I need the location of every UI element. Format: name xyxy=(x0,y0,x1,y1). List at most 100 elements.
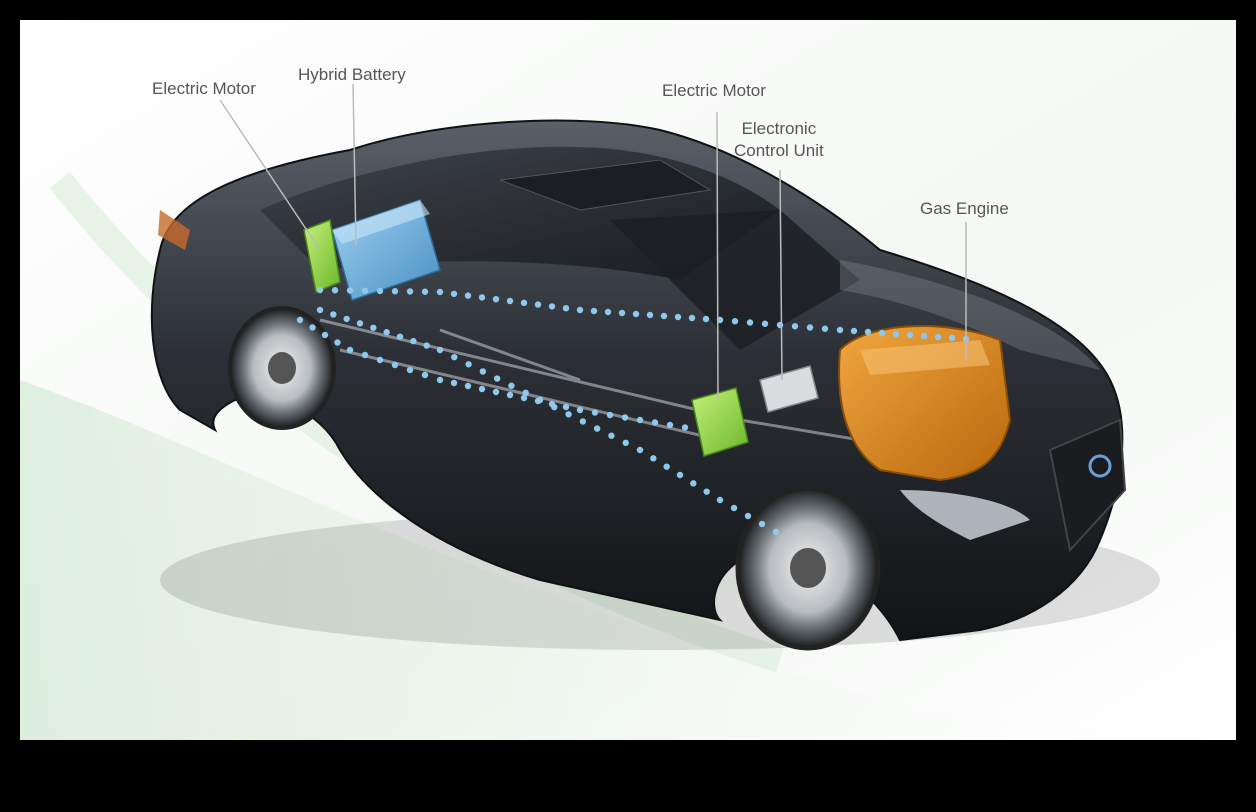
power-flow-dot xyxy=(346,287,354,294)
power-flow-dot xyxy=(436,288,444,296)
power-flow-dot xyxy=(850,327,858,335)
label-hybrid-battery: Hybrid Battery xyxy=(298,65,406,84)
power-flow-dot xyxy=(676,471,684,479)
label-ecu-line1: Electronic xyxy=(741,119,817,138)
leader-lines xyxy=(219,83,967,401)
label-electric-motor-rear: Electric Motor xyxy=(152,79,256,98)
power-flow-dot xyxy=(730,504,738,512)
power-flow-dot xyxy=(331,287,339,294)
diagram-frame: Electric Motor Hybrid Battery Electric M… xyxy=(20,20,1236,740)
label-ecu-line2: Control Unit xyxy=(734,141,824,160)
power-flow-dot xyxy=(492,388,500,396)
power-flow-dot xyxy=(636,416,644,424)
power-flow-dot xyxy=(761,320,769,327)
power-flow-dot xyxy=(421,371,429,379)
power-flow-dot xyxy=(436,346,444,354)
power-flow-dot xyxy=(450,290,458,297)
power-flow-dot xyxy=(361,351,369,359)
power-flow-dot xyxy=(565,411,572,418)
power-flow-dot xyxy=(576,406,584,414)
power-flow-dot xyxy=(703,488,710,495)
power-flow-dot xyxy=(361,287,369,294)
power-flow-dot xyxy=(376,356,384,364)
power-flow-dot xyxy=(356,320,364,327)
power-flow-dot xyxy=(836,326,844,334)
power-flow-dot xyxy=(391,288,399,295)
power-flow-dot xyxy=(396,333,404,340)
power-flow-dot xyxy=(716,496,724,504)
power-flow-dot xyxy=(690,480,697,487)
power-flow-dot xyxy=(376,287,384,295)
power-flow-dot xyxy=(920,332,928,340)
power-flow-dot xyxy=(663,463,670,470)
power-flow-dot xyxy=(421,288,429,295)
power-flow-dot xyxy=(548,400,556,408)
power-flow-dot xyxy=(423,342,430,349)
power-flow-dot xyxy=(702,315,710,323)
power-flow-dot xyxy=(660,312,668,320)
power-flow-dot xyxy=(534,397,542,405)
power-flow-dot xyxy=(758,520,766,528)
power-flow-dot xyxy=(296,316,304,324)
power-flow-dot xyxy=(436,376,444,384)
power-flow-dot xyxy=(591,409,599,416)
power-flow-dot xyxy=(579,418,587,425)
power-flow-dot xyxy=(731,318,739,325)
power-flow-dot xyxy=(534,301,542,308)
power-flow-dot xyxy=(746,319,754,326)
front-wheel xyxy=(735,485,881,651)
power-flow-dot xyxy=(410,337,417,345)
power-flow-dot xyxy=(451,353,458,361)
power-flow-dot xyxy=(506,297,514,305)
power-flow-dot xyxy=(321,331,329,339)
power-flow-dot xyxy=(744,512,752,520)
power-flow-dot xyxy=(508,382,515,389)
power-flow-dot xyxy=(370,324,377,331)
power-flow-dot xyxy=(562,403,570,411)
label-gas-engine: Gas Engine xyxy=(920,199,1009,218)
car-cutaway-illustration xyxy=(20,20,1236,740)
power-flow-dot xyxy=(772,528,780,536)
power-flow-dot xyxy=(383,329,390,336)
power-flow-dot xyxy=(334,339,341,346)
power-flow-dot xyxy=(622,439,629,447)
power-flow-dot xyxy=(520,299,528,306)
power-flow-dot xyxy=(406,366,414,374)
power-flow-dot xyxy=(450,379,458,387)
power-flow-dot xyxy=(878,329,886,337)
power-flow-dot xyxy=(562,305,570,312)
power-flow-dot xyxy=(632,310,640,318)
power-flow-dot xyxy=(806,324,814,331)
power-flow-dot xyxy=(681,424,689,431)
power-flow-dot xyxy=(604,308,612,316)
power-flow-dot xyxy=(892,330,900,338)
power-flow-dot xyxy=(906,331,914,339)
power-flow-dot xyxy=(465,361,472,368)
power-flow-dot xyxy=(478,294,486,301)
power-flow-dot xyxy=(593,425,601,432)
power-flow-dot xyxy=(522,389,529,397)
power-flow-dot xyxy=(618,309,626,317)
power-flow-dot xyxy=(590,307,598,315)
power-flow-dot xyxy=(650,455,657,462)
power-flow-dot xyxy=(791,323,799,330)
power-flow-dot xyxy=(391,361,399,369)
power-flow-dot xyxy=(948,334,956,342)
power-flow-dot xyxy=(478,385,486,393)
power-flow-dot xyxy=(343,315,350,323)
power-flow-dot xyxy=(346,346,354,354)
power-flow-dot xyxy=(864,328,872,336)
power-flow-dot xyxy=(674,313,682,321)
label-electric-motor-front: Electric Motor xyxy=(662,81,766,100)
power-flow-dot xyxy=(636,446,644,454)
power-flow-dot xyxy=(493,375,501,382)
power-flow-dot xyxy=(608,432,615,439)
power-flow-dot xyxy=(651,419,659,426)
power-flow-dot xyxy=(548,303,556,310)
rear-wheel xyxy=(228,306,336,430)
power-flow-dot xyxy=(520,394,528,402)
power-flow-dot xyxy=(316,286,324,294)
power-flow-dot xyxy=(309,324,316,331)
power-flow-dots xyxy=(296,286,970,536)
power-flow-dot xyxy=(330,311,337,318)
